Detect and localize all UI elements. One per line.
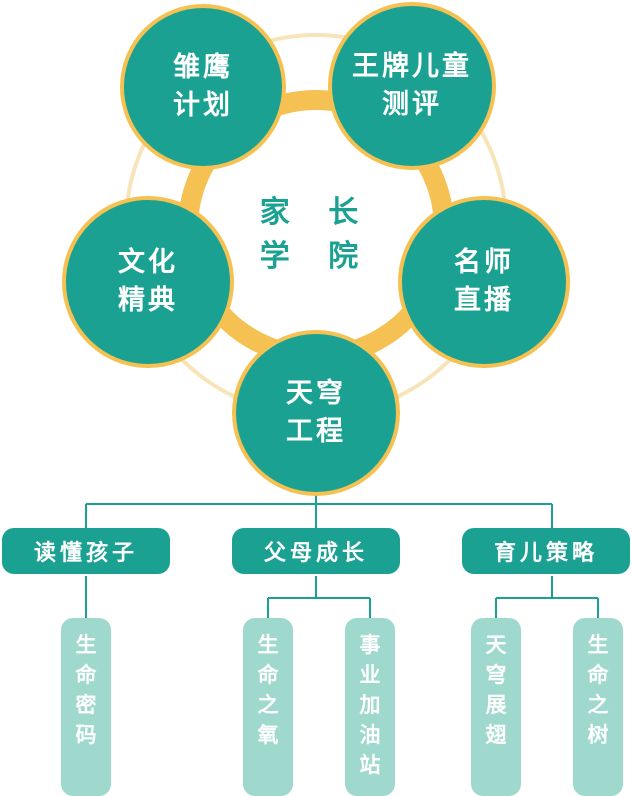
leaf-char: 展 (485, 693, 507, 717)
circle-node-2: 王牌儿童 测评 (328, 2, 496, 170)
leaf-char: 穹 (485, 663, 507, 687)
leaf-char: 密 (75, 693, 97, 717)
leaf-char: 命 (257, 663, 279, 687)
leaf-char: 生 (587, 633, 609, 657)
leaf-char: 站 (359, 753, 381, 777)
circle-node-3-line1: 文化 (118, 247, 178, 278)
center-title-line2: 学 院 (259, 239, 373, 274)
center-title: 家 长 学 院 (236, 190, 396, 280)
circle-node-4-line2: 直播 (454, 285, 514, 316)
leaf-char: 之 (587, 693, 609, 717)
leaf-char: 加 (359, 693, 381, 717)
circle-node-1-line2: 计划 (173, 90, 233, 121)
circle-node-4-line1: 名师 (454, 247, 514, 278)
category-box-2: 父母成长 (232, 528, 400, 574)
circle-node-5: 天穹 工程 (232, 330, 400, 496)
category-box-1: 读懂孩子 (2, 528, 170, 574)
leaf-box-2-1: 生命之氧 (243, 618, 293, 796)
center-title-line1: 家 长 (259, 195, 373, 230)
leaf-char: 氧 (257, 723, 279, 747)
circle-node-5-line1: 天穹 (286, 378, 346, 409)
circle-node-4: 名师 直播 (398, 196, 570, 368)
circle-node-3-line2: 精典 (118, 285, 178, 316)
leaf-char: 业 (359, 663, 381, 687)
leaf-char: 生 (75, 633, 97, 657)
circle-node-1-line1: 雏鹰 (173, 52, 233, 83)
leaf-char: 码 (75, 723, 97, 747)
leaf-box-1-1: 生命密码 (61, 618, 111, 796)
circle-node-3: 文化 精典 (62, 196, 234, 368)
leaf-char: 天 (485, 633, 507, 657)
circle-node-2-line2: 测评 (382, 89, 442, 120)
leaf-char: 翅 (485, 723, 507, 747)
leaf-char: 命 (75, 663, 97, 687)
leaf-char: 树 (587, 723, 609, 747)
circle-node-1: 雏鹰 计划 (120, 4, 286, 170)
leaf-char: 命 (587, 663, 609, 687)
leaf-char: 油 (359, 723, 381, 747)
leaf-char: 事 (359, 633, 381, 657)
leaf-box-2-2: 事业加油站 (345, 618, 395, 796)
leaf-box-3-1: 天穹展翅 (471, 618, 521, 796)
circle-node-5-line2: 工程 (286, 416, 346, 447)
leaf-box-3-2: 生命之树 (573, 618, 623, 796)
leaf-char: 生 (257, 633, 279, 657)
category-box-3: 育儿策略 (462, 528, 630, 574)
leaf-char: 之 (257, 693, 279, 717)
circle-node-2-line1: 王牌儿童 (352, 51, 472, 82)
